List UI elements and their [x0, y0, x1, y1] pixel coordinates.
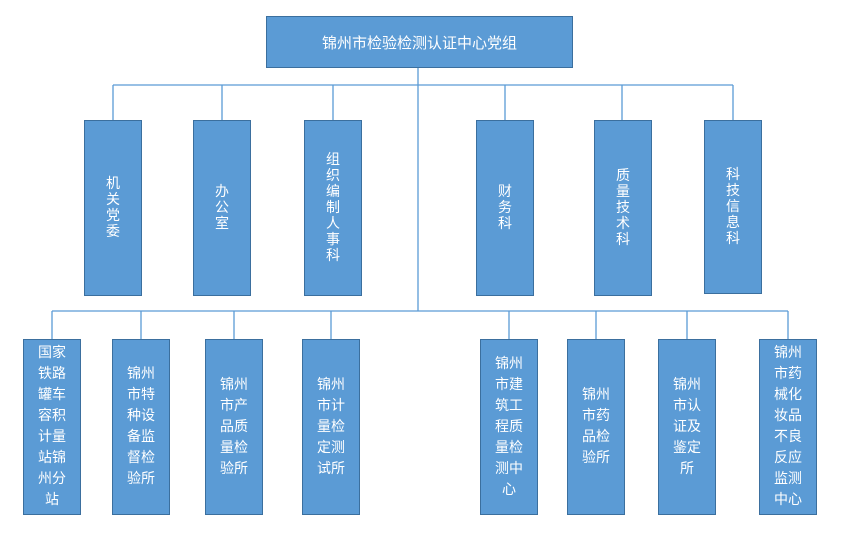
unit-node-certification: 锦州市认证及鉴定所: [658, 339, 716, 515]
dept-node-sci-info: 科技信息科: [704, 120, 762, 294]
dept-node-label: 质量技术科: [616, 168, 630, 248]
dept-node-label: 机关党委: [106, 176, 120, 240]
dept-node-label: 组织编制人事科: [326, 152, 340, 264]
dept-node-label: 办公室: [215, 184, 229, 232]
dept-node-label: 财务科: [498, 184, 512, 232]
unit-node-adverse-reaction: 锦州市药械化妆品不良反应监测中心: [759, 339, 817, 515]
root-node: 锦州市检验检测认证中心党组: [266, 16, 573, 68]
unit-node-metrology: 锦州市计量检定测试所: [302, 339, 360, 515]
unit-node-label: 锦州市特种设备监督检验所: [127, 366, 155, 487]
unit-node-construction-testing: 锦州市建筑工程质量检测中心: [480, 339, 538, 515]
unit-node-railway-tank-station: 国家铁路罐车容积计量站锦州分站: [23, 339, 81, 515]
unit-node-label: 锦州市计量检定测试所: [317, 376, 345, 477]
dept-node-personnel: 组织编制人事科: [304, 120, 362, 296]
unit-node-special-equipment: 锦州市特种设备监督检验所: [112, 339, 170, 515]
dept-node-party-committee: 机关党委: [84, 120, 142, 296]
dept-node-finance: 财务科: [476, 120, 534, 296]
dept-node-label: 科技信息科: [726, 167, 740, 247]
dept-node-quality-tech: 质量技术科: [594, 120, 652, 296]
unit-node-label: 国家铁路罐车容积计量站锦州分站: [38, 345, 66, 508]
dept-node-office: 办公室: [193, 120, 251, 296]
unit-node-label: 锦州市产品质量检验所: [220, 376, 248, 477]
unit-node-label: 锦州市建筑工程质量检测中心: [495, 355, 523, 498]
unit-node-drug-testing: 锦州市药品检验所: [567, 339, 625, 515]
unit-node-label: 锦州市认证及鉴定所: [673, 376, 701, 477]
root-node-label: 锦州市检验检测认证中心党组: [321, 33, 517, 52]
unit-node-label: 锦州市药品检验所: [582, 387, 610, 466]
unit-node-label: 锦州市药械化妆品不良反应监测中心: [774, 345, 802, 508]
unit-node-product-quality: 锦州市产品质量检验所: [205, 339, 263, 515]
